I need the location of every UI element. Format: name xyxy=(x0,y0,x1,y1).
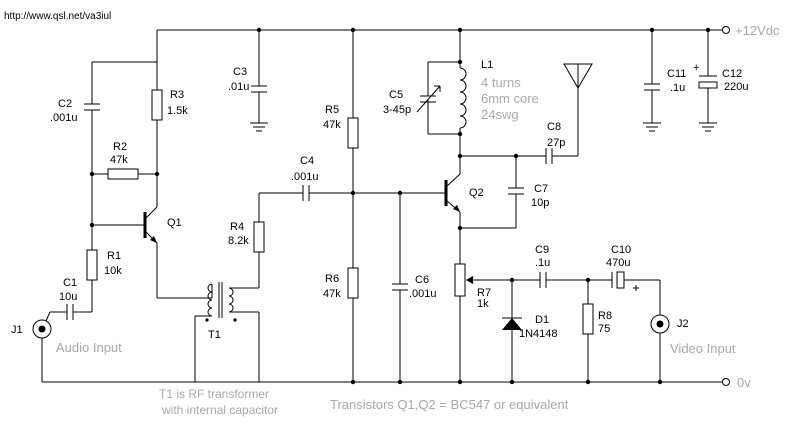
j1-name: J1 xyxy=(11,324,23,336)
ground-label: 0v xyxy=(737,375,751,390)
r4-name: R4 xyxy=(230,221,244,233)
c10-name: C10 xyxy=(611,244,631,256)
r8-name: R8 xyxy=(598,310,612,322)
c11-value: .1u xyxy=(670,82,685,94)
r3-name: R3 xyxy=(170,89,184,101)
ground-rail: 0v xyxy=(42,375,751,390)
resistor-r4: R4 8.2k xyxy=(228,193,265,382)
capacitor-c6: C6 .001u xyxy=(392,193,437,382)
capacitor-c1: C1 10u xyxy=(50,277,92,320)
c6-value: .001u xyxy=(409,288,437,300)
l1-turns: 4 turns xyxy=(481,75,521,90)
r7-name: R7 xyxy=(477,287,491,299)
d1-value: 1N4148 xyxy=(519,328,558,340)
c4-name: C4 xyxy=(300,155,314,167)
c8-name: C8 xyxy=(547,121,561,133)
resistor-r2: R2 47k xyxy=(92,141,157,180)
vcc-label: +12Vdc xyxy=(735,23,780,38)
c5-value: 3-45p xyxy=(383,104,411,116)
resistor-r8: R8 75 xyxy=(582,280,612,382)
r6-name: R6 xyxy=(325,273,339,285)
potentiometer-r7: R7 1k xyxy=(454,263,512,382)
resistor-r5: R5 47k xyxy=(323,30,359,268)
q2-name: Q2 xyxy=(469,187,484,199)
r2-value: 47k xyxy=(110,154,128,166)
c9-value: .1u xyxy=(535,257,550,269)
r5-name: R5 xyxy=(325,104,339,116)
r7-value: 1k xyxy=(477,298,489,310)
transistor-q2: Q2 xyxy=(444,156,484,264)
l1-wire: 24swg xyxy=(481,107,519,122)
c12-value: 220u xyxy=(724,81,748,93)
r8-value: 75 xyxy=(598,323,610,335)
inductor-l1: L1 4 turns 6mm core 24swg xyxy=(455,59,539,134)
c3-value: .01u xyxy=(228,81,249,93)
antenna-icon xyxy=(563,63,593,156)
c3-name: C3 xyxy=(233,66,247,78)
c2-name: C2 xyxy=(58,98,72,110)
r1-name: R1 xyxy=(107,250,121,262)
c12-name: C12 xyxy=(722,68,742,80)
c12-plus: + xyxy=(693,62,699,74)
diode-d1: D1 1N4148 xyxy=(502,280,558,382)
c4-value: .001u xyxy=(291,171,319,183)
transistor-q1: Q1 xyxy=(92,206,182,298)
j2-label: Video Input xyxy=(670,341,736,356)
connector-j1: J1 Audio Input xyxy=(11,311,122,382)
capacitor-c12: + C12 220u xyxy=(693,30,748,132)
d1-name: D1 xyxy=(535,314,549,326)
j2-name: J2 xyxy=(677,318,689,330)
capacitor-c8: C8 27p xyxy=(460,121,578,164)
capacitor-c4: C4 .001u xyxy=(259,155,446,201)
c10-value: 470u xyxy=(606,257,630,269)
resistor-r3: R3 1.5k xyxy=(151,30,188,207)
r3-value: 1.5k xyxy=(167,105,188,117)
c6-name: C6 xyxy=(415,274,429,286)
note-t1-line2: with internal capacitor xyxy=(161,403,278,417)
q1-name: Q1 xyxy=(167,217,182,229)
l1-core: 6mm core xyxy=(481,91,539,106)
j1-label: Audio Input xyxy=(56,340,122,355)
transformer-t1: T1 xyxy=(157,282,259,382)
resistor-r6: R6 47k xyxy=(323,267,359,382)
c7-name: C7 xyxy=(534,183,548,195)
capacitor-c7: C7 10p xyxy=(460,156,549,229)
capacitor-c10: C10 470u xyxy=(606,244,660,291)
note-t1-line1: T1 is RF transformer xyxy=(159,387,269,401)
c9-name: C9 xyxy=(535,244,549,256)
capacitor-c9: C9 .1u xyxy=(512,244,612,288)
r1-value: 10k xyxy=(104,265,122,277)
capacitor-c11: C11 .1u xyxy=(643,30,686,132)
c2-value: .001u xyxy=(50,112,78,124)
c11-name: C11 xyxy=(667,68,686,80)
c8-value: 27p xyxy=(547,137,565,149)
note-transistors: Transistors Q1,Q2 = BC547 or equivalent xyxy=(330,397,569,412)
r5-value: 47k xyxy=(323,119,341,131)
c1-name: C1 xyxy=(63,277,77,289)
r2-name: R2 xyxy=(113,141,127,153)
r4-value: 8.2k xyxy=(228,235,249,247)
c7-value: 10p xyxy=(531,197,549,209)
t1-name: T1 xyxy=(208,329,221,341)
l1-name: L1 xyxy=(481,59,493,71)
capacitor-c5: C5 3-45p xyxy=(383,85,441,116)
c5-name: C5 xyxy=(389,89,403,101)
vcc-rail: +12Vdc xyxy=(157,23,780,38)
website-url: http://www.qsl.net/va3iul xyxy=(4,11,111,22)
capacitor-c2: C2 .001u xyxy=(50,61,157,225)
capacitor-c3: C3 .01u xyxy=(228,30,268,132)
connector-j2: J2 Video Input xyxy=(650,280,736,382)
resistor-r1: R1 10k xyxy=(86,225,122,312)
r6-value: 47k xyxy=(323,288,341,300)
c1-value: 10u xyxy=(59,291,77,303)
